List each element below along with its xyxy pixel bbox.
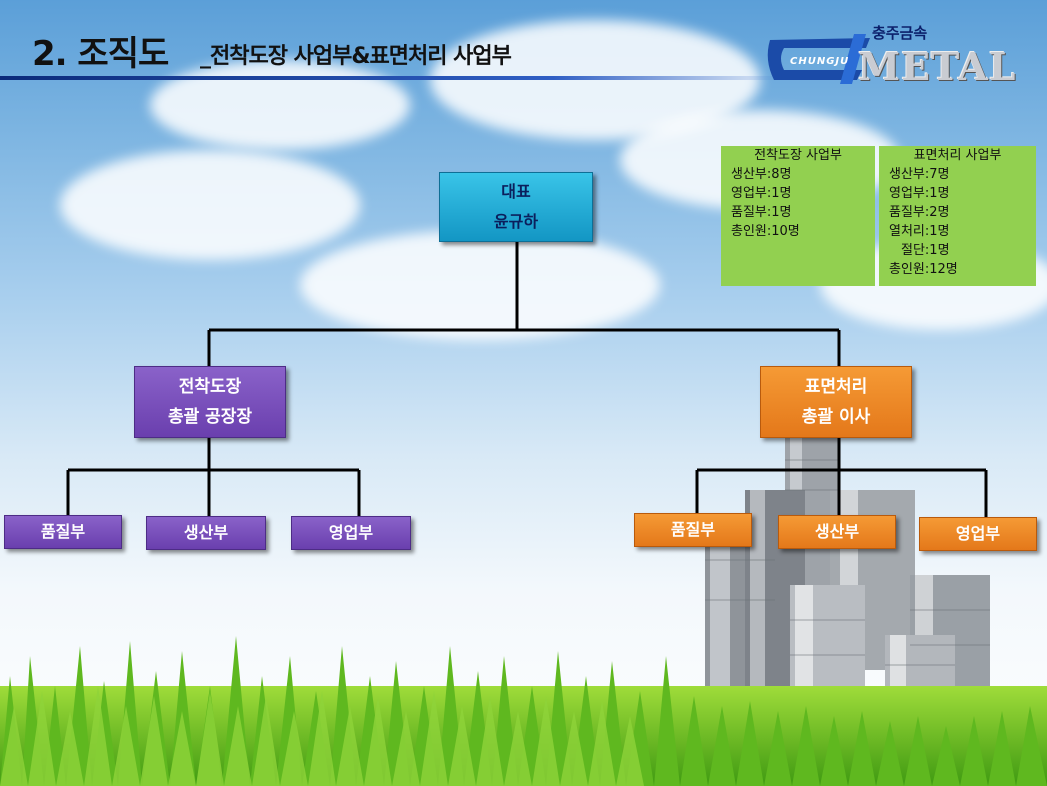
dept-label: 품질부 (40, 522, 86, 541)
right-division-role: 총괄 이사 (801, 407, 871, 427)
headcount-line: 영업부:1명 (889, 186, 950, 201)
dept-label: 영업부 (328, 523, 374, 542)
cloud-decoration (150, 60, 410, 150)
left-division-title: 전착도장 (178, 377, 242, 397)
dept-label: 생산부 (183, 523, 229, 542)
logo-korean-name: 충주금속 (872, 24, 928, 42)
left-dept-production: 생산부 (146, 516, 266, 550)
dept-label: 생산부 (814, 522, 860, 541)
right-division-head-box: 표면처리 총괄 이사 (760, 366, 912, 438)
headcount-right-table: 표면처리 사업부 생산부:7명 영업부:1명 품질부:2명 열처리:1명 절단:… (879, 146, 1036, 286)
headcount-line: 총인원:10명 (731, 224, 800, 239)
headcount-line: 총인원:12명 (889, 262, 958, 277)
headcount-left-header: 전착도장 사업부 (754, 148, 842, 163)
logo-swoosh-icon (767, 34, 870, 84)
ceo-name: 윤규하 (493, 212, 539, 231)
cloud-decoration (300, 230, 660, 340)
page-subtitle: _전착도장 사업부&표면처리 사업부 (200, 44, 512, 69)
left-dept-sales: 영업부 (291, 516, 411, 550)
right-dept-production: 생산부 (778, 515, 896, 549)
right-dept-sales: 영업부 (919, 517, 1037, 551)
headcount-line: 생산부:7명 (889, 167, 950, 182)
title-underline (0, 76, 790, 80)
logo-chungju-text: CHUNGJU (790, 56, 850, 67)
slide-header: 2. 조직도 _전착도장 사업부&표면처리 사업부 (0, 0, 1047, 82)
right-division-title: 표면처리 (804, 377, 868, 397)
left-dept-quality: 품질부 (4, 515, 122, 549)
headcount-line: 영업부:1명 (731, 186, 792, 201)
right-dept-quality: 품질부 (634, 513, 752, 547)
ceo-box: 대표 윤규하 (439, 172, 593, 242)
headcount-right-header: 표면처리 사업부 (913, 148, 1002, 163)
grass-decoration (0, 636, 1047, 786)
headcount-line: 품질부:2명 (889, 205, 950, 220)
cloud-decoration (60, 150, 360, 260)
left-division-head-box: 전착도장 총괄 공장장 (134, 366, 286, 438)
page-title: 2. 조직도 (32, 34, 169, 74)
ceo-title: 대표 (501, 182, 531, 201)
headcount-line: 생산부:8명 (731, 167, 792, 182)
dept-label: 품질부 (670, 520, 716, 539)
dept-label: 영업부 (955, 524, 1001, 543)
left-division-role: 총괄 공장장 (167, 407, 253, 427)
headcount-line: 품질부:1명 (731, 205, 792, 220)
headcount-left-table: 전착도장 사업부 생산부:8명 영업부:1명 품질부:1명 총인원:10명 (721, 146, 875, 286)
headcount-line: 절단:1명 (901, 243, 950, 258)
logo-metal-word: METAL (858, 44, 1017, 89)
headcount-line: 열처리:1명 (889, 224, 950, 239)
